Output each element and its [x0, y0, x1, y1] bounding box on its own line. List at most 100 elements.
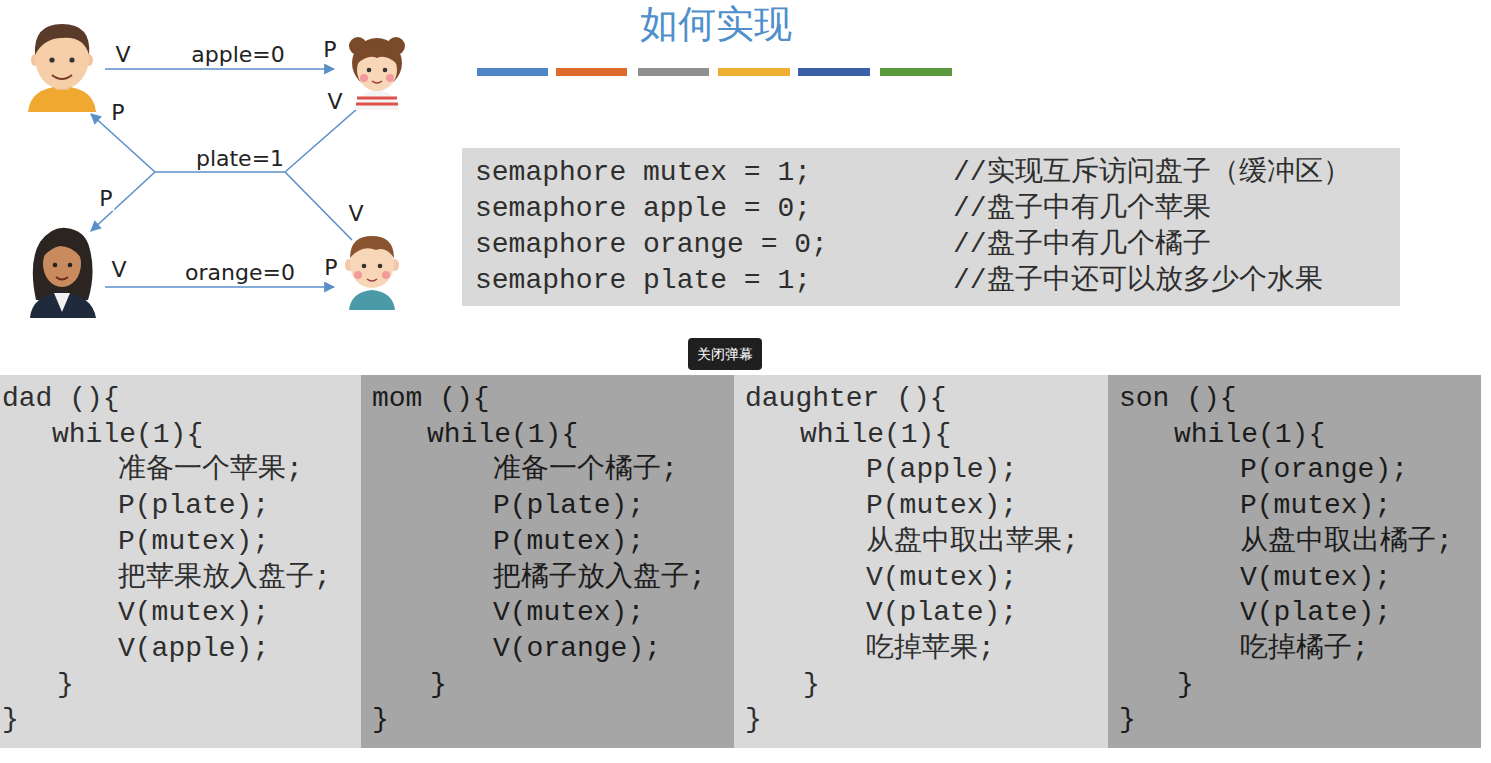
- code-line: 从盘中取出橘子;: [1240, 525, 1453, 559]
- code-line: V(mutex);: [493, 596, 644, 630]
- code-line: }: [1177, 668, 1194, 702]
- operation-letter: V: [325, 90, 344, 114]
- code-comment: //盘子中有几个苹果: [953, 192, 1211, 226]
- code-line: 吃掉苹果;: [866, 632, 995, 666]
- color-bar: [718, 68, 790, 76]
- color-bar: [798, 68, 870, 76]
- code-line: 吃掉橘子;: [1240, 632, 1369, 666]
- code-line: }: [430, 668, 447, 702]
- code-line: 把苹果放入盘子;: [118, 561, 331, 595]
- code-line: while(1){: [1174, 418, 1325, 452]
- apple-arrow: [105, 68, 334, 70]
- code-line: P(orange);: [1240, 453, 1408, 487]
- code-line: P(mutex);: [493, 525, 644, 559]
- son-figure: [367, 279, 377, 281]
- operation-letter: V: [346, 202, 365, 226]
- son-figure: [378, 264, 383, 269]
- daughter-figure: [386, 74, 394, 82]
- code-line: 准备一个橘子;: [493, 453, 678, 487]
- son-figure: [350, 236, 394, 258]
- semaphore-declaration: semaphore apple = 0;: [475, 192, 811, 226]
- code-line: }: [1119, 703, 1136, 737]
- code-comment: //实现互斥访问盘子（缓冲区）: [953, 156, 1351, 190]
- plate-line: [155, 171, 285, 173]
- mom-figure: [54, 293, 70, 312]
- code-line: V(mutex);: [118, 596, 269, 630]
- semaphore-declaration: semaphore orange = 0;: [475, 228, 828, 262]
- orange-arrow: [105, 286, 334, 288]
- plate-line: [285, 108, 358, 172]
- daughter-figure: [356, 98, 398, 104]
- daughter-figure: [360, 74, 368, 82]
- color-bar: [477, 68, 952, 76]
- operation-letter: P: [97, 187, 114, 211]
- operation-letter: V: [109, 258, 128, 282]
- code-line: V(mutex);: [1240, 561, 1391, 595]
- code-comment: //盘子中有几个橘子: [953, 228, 1211, 262]
- code-line: 准备一个苹果;: [118, 453, 303, 487]
- declaration-box: semaphore mutex = 1; //实现互斥访问盘子（缓冲区） semap…: [462, 148, 1400, 306]
- daughter-figure: [349, 37, 405, 110]
- mom-figure: [56, 277, 68, 280]
- code-line: }: [745, 703, 762, 737]
- code-line: dad (){: [2, 382, 120, 416]
- operation-letter: P: [109, 101, 126, 125]
- code-line: daughter (){: [745, 382, 947, 416]
- semaphore-label: orange=0: [183, 261, 297, 285]
- mom-figure: [42, 236, 84, 262]
- son-figure: [382, 271, 390, 279]
- code-line: V(mutex);: [866, 561, 1017, 595]
- page-title: 如何实现: [640, 2, 792, 46]
- code-line: V(plate);: [1240, 596, 1391, 630]
- plate-line: [285, 172, 352, 240]
- code-panel: mom (){while(1){准备一个橘子;P(plate);P(mutex)…: [361, 375, 734, 748]
- mom-figure: [33, 228, 93, 300]
- mom-figure: [30, 228, 96, 318]
- daughter-figure: [372, 81, 382, 83]
- code-comment: //盘子中还可以放多少个水果: [953, 264, 1323, 298]
- color-bar: [638, 68, 709, 76]
- semaphore-label: apple=0: [189, 43, 287, 67]
- code-line: }: [2, 703, 19, 737]
- operation-letter: P: [321, 38, 338, 62]
- code-line: while(1){: [427, 418, 578, 452]
- dad-figure: [69, 57, 74, 62]
- son-figure: [345, 236, 399, 310]
- son-figure: [362, 264, 367, 269]
- code-panel: dad (){while(1){准备一个苹果;P(plate);P(mutex)…: [0, 375, 361, 748]
- mom-figure: [68, 263, 73, 268]
- dad-figure: [35, 24, 89, 55]
- code-line: P(mutex);: [1240, 489, 1391, 523]
- semaphore-arrows: [91, 69, 358, 287]
- dad-figure: [49, 57, 54, 62]
- code-line: P(apple);: [866, 453, 1017, 487]
- code-line: 把橘子放入盘子;: [493, 561, 706, 595]
- daughter-figure: [367, 68, 372, 73]
- daughter-figure: [383, 68, 388, 73]
- son-figure: [354, 271, 362, 279]
- code-line: V(plate);: [866, 596, 1017, 630]
- daughter-figure: [355, 90, 399, 110]
- mom-figure: [30, 292, 96, 318]
- semaphore-declaration: semaphore plate = 1;: [475, 264, 811, 298]
- semaphore-declaration: semaphore mutex = 1;: [475, 156, 811, 190]
- code-line: }: [803, 668, 820, 702]
- operation-letter: V: [113, 43, 132, 67]
- code-line: P(plate);: [493, 489, 644, 523]
- code-line: son (){: [1119, 382, 1237, 416]
- daughter-figure: [357, 46, 397, 64]
- code-line: mom (){: [372, 382, 490, 416]
- tooltip-button: 关闭弹幕: [688, 338, 762, 370]
- code-line: P(mutex);: [866, 489, 1017, 523]
- code-line: while(1){: [52, 418, 203, 452]
- dad-figure: [28, 24, 96, 112]
- mom-figure: [53, 263, 58, 268]
- code-line: V(orange);: [493, 632, 661, 666]
- color-bar: [477, 68, 548, 76]
- code-line: }: [57, 668, 74, 702]
- semaphore-label: plate=1: [194, 147, 286, 171]
- son-figure: [349, 290, 395, 310]
- code-line: P(mutex);: [118, 525, 269, 559]
- code-line: P(plate);: [118, 489, 269, 523]
